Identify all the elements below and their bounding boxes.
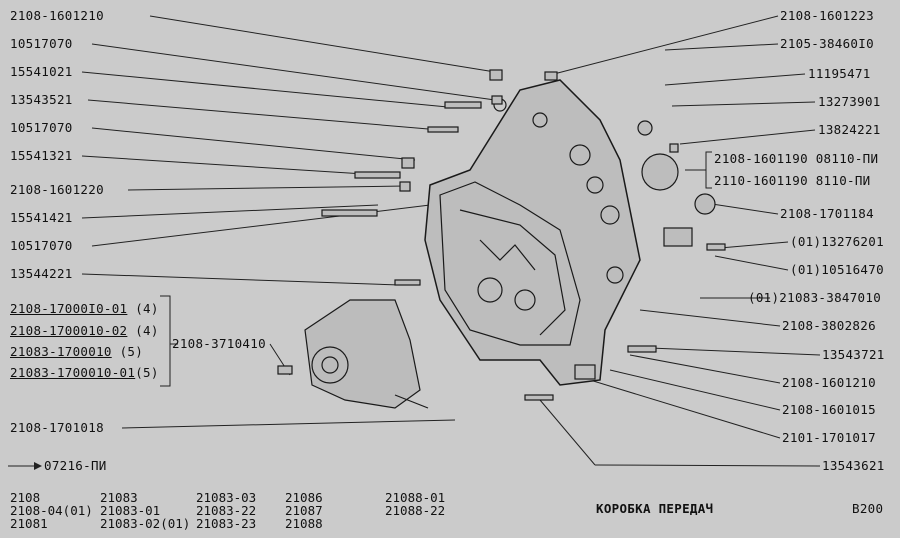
label-left-3: 15541021 bbox=[10, 64, 73, 79]
label-right-14: 2101-1701017 bbox=[782, 430, 876, 445]
label-left-1: 2108-1601210 bbox=[10, 8, 104, 23]
label-right-11: 13543721 bbox=[822, 347, 885, 362]
label-right-1: 2108-1601223 bbox=[780, 8, 874, 23]
label-right-2: 2105-38460I0 bbox=[780, 36, 874, 51]
caption: КОРОБКА ПЕРЕДАЧ bbox=[596, 501, 714, 516]
label-left-4: 13543521 bbox=[10, 92, 73, 107]
label-left-8: 15541421 bbox=[10, 210, 73, 225]
group-item-1: 2108-17000I0-01 (4) bbox=[10, 301, 159, 316]
bracket-right-2: 2110-1601190 8110-ПИ bbox=[714, 173, 871, 188]
label-right-5: 13824221 bbox=[818, 122, 881, 137]
group-item-3: 21083-1700010 (5) bbox=[10, 344, 144, 359]
housing-label: 2108-1701018 bbox=[10, 420, 104, 435]
group-item-4: 21083-1700010-01(5) bbox=[10, 365, 159, 380]
group-item-2: 2108-1700010-02 (4) bbox=[10, 323, 159, 338]
label-left-9: 10517070 bbox=[10, 238, 73, 253]
ref-note: 07216-ПИ bbox=[44, 458, 107, 473]
label-right-6: 2108-1701184 bbox=[780, 206, 874, 221]
label-left-2: 10517070 bbox=[10, 36, 73, 51]
label-right-3: 11195471 bbox=[808, 66, 871, 81]
label-left-7: 2108-1601220 bbox=[10, 182, 104, 197]
label-right-10: 2108-3802826 bbox=[782, 318, 876, 333]
label-right-13: 2108-1601015 bbox=[782, 402, 876, 417]
label-right-9: (01)21083-3847010 bbox=[748, 290, 882, 305]
label-left-5: 10517070 bbox=[10, 120, 73, 135]
label-right-8: (01)10516470 bbox=[790, 262, 884, 277]
label-right-4: 13273901 bbox=[818, 94, 881, 109]
page-code: B200 bbox=[852, 501, 884, 516]
label-right-12: 2108-1601210 bbox=[782, 375, 876, 390]
group-label: 2108-3710410 bbox=[172, 336, 266, 351]
bracket-right-1: 2108-1601190 08110-ПИ bbox=[714, 151, 879, 166]
label-right-7: (01)13276201 bbox=[790, 234, 884, 249]
label-left-10: 13544221 bbox=[10, 266, 73, 281]
label-right-15: 13543621 bbox=[822, 458, 885, 473]
label-left-6: 15541321 bbox=[10, 148, 73, 163]
